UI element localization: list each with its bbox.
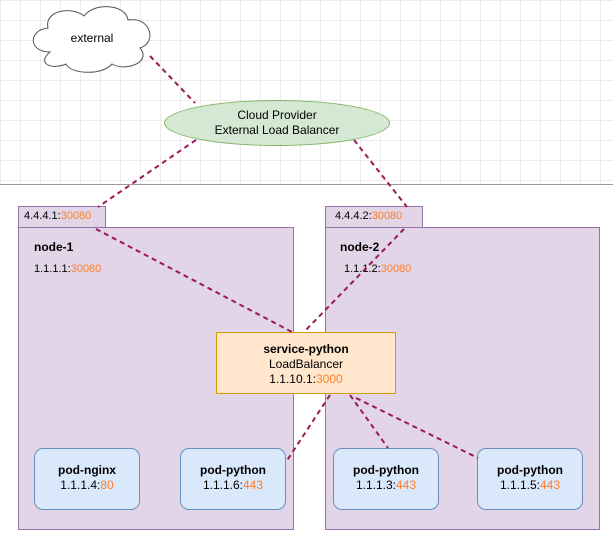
service-type: LoadBalancer	[268, 357, 344, 371]
node-1-external-port: 30080	[60, 210, 92, 222]
pod-ip: 1.1.1.5:	[499, 478, 540, 492]
node-1-internal-port: 30080	[70, 263, 102, 275]
service-ip: 1.1.10.1:	[269, 372, 316, 386]
pod-ip: 1.1.1.3:	[355, 478, 396, 492]
pod-port: 443	[540, 478, 561, 492]
service-name: service-python	[263, 342, 349, 356]
cloud-load-balancer: Cloud Provider External Load Balancer	[164, 100, 390, 146]
background-grid	[0, 0, 613, 184]
pod-address: 1.1.1.6:443	[181, 478, 285, 493]
pod-name: pod-python	[200, 463, 266, 477]
pod-port: 443	[243, 478, 264, 492]
pod-ip: 1.1.1.4:	[60, 478, 101, 492]
pod-address: 1.1.1.3:443	[334, 478, 438, 493]
node-1-internal-ip-address: 1.1.1.1:	[34, 263, 71, 275]
service-python-box: service-python LoadBalancer 1.1.10.1:300…	[216, 332, 396, 394]
external-label: external	[70, 31, 114, 45]
lb-line-1: Cloud Provider	[237, 108, 317, 122]
pod-port: 80	[100, 478, 114, 492]
service-port: 3000	[316, 372, 343, 386]
pod-address: 1.1.1.4:80	[35, 478, 139, 493]
pod-name: pod-nginx	[58, 463, 116, 477]
pod-name: pod-python	[497, 463, 563, 477]
pod-python-node-2a-box: pod-python 1.1.1.3:443	[333, 448, 439, 510]
node-1-external-ip: 4.4.4.1:30080	[24, 210, 91, 222]
pod-python-node-2b-box: pod-python 1.1.1.5:443	[477, 448, 583, 510]
node-2-external-ip: 4.4.4.2:30080	[335, 210, 402, 222]
node-1-internal-ip: 1.1.1.1:30080	[34, 263, 101, 275]
cluster-boundary-line	[0, 184, 613, 185]
node-2-internal-ip-address: 1.1.1.2:	[344, 263, 381, 275]
pod-address: 1.1.1.5:443	[478, 478, 582, 493]
node-2-title: node-2	[340, 240, 380, 254]
service-address: 1.1.10.1:3000	[217, 372, 395, 387]
pod-python-node-1-box: pod-python 1.1.1.6:443	[180, 448, 286, 510]
node-2-external-ip-address: 4.4.4.2:	[335, 210, 372, 222]
pod-nginx-box: pod-nginx 1.1.1.4:80	[34, 448, 140, 510]
node-2-internal-ip: 1.1.1.2:30080	[344, 263, 411, 275]
pod-name: pod-python	[353, 463, 419, 477]
pod-ip: 1.1.1.6:	[202, 478, 243, 492]
lb-line-2: External Load Balancer	[214, 123, 340, 137]
node-1-title: node-1	[34, 240, 74, 254]
node-1-external-ip-address: 4.4.4.1:	[24, 210, 61, 222]
pod-port: 443	[396, 478, 417, 492]
node-2-internal-port: 30080	[380, 263, 412, 275]
node-2-external-port: 30080	[371, 210, 403, 222]
